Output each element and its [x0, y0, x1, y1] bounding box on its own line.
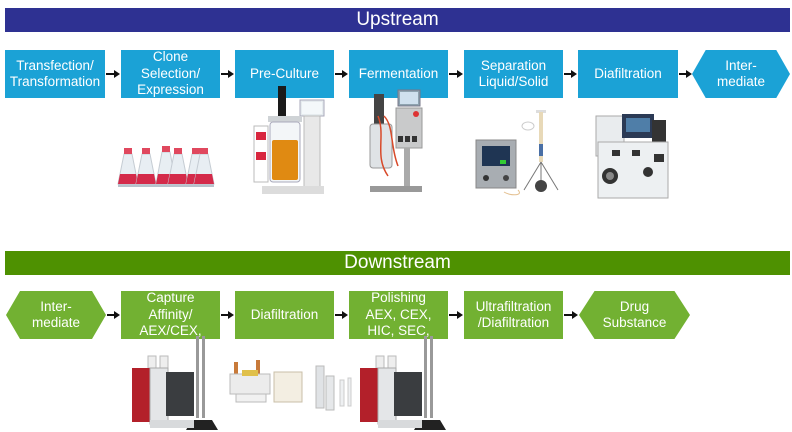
step-diafiltration: Diafiltration	[578, 50, 678, 98]
arrow-icon	[449, 311, 463, 319]
fermenter-image	[364, 86, 430, 198]
arrow-icon	[106, 70, 120, 78]
chromatography-system-image-1	[130, 334, 220, 432]
arrow-icon	[679, 70, 692, 78]
step-ultrafiltration: Ultrafiltration /Diafiltration	[464, 291, 563, 339]
arrow-icon	[564, 311, 578, 319]
downstream-banner: Downstream	[5, 251, 790, 275]
step-diafiltration-down: Diafiltration	[235, 291, 334, 339]
step-polishing: Polishing AEX, CEX, HIC, SEC,	[349, 291, 448, 339]
separation-system-image	[474, 106, 566, 198]
filtration-cassettes-image	[226, 356, 356, 412]
arrow-icon	[335, 70, 348, 78]
arrow-icon	[449, 70, 463, 78]
step-transfection: Transfection/ Transformation	[5, 50, 105, 98]
shake-flasks-image	[116, 140, 216, 190]
step-clone-selection: Clone Selection/ Expression	[121, 50, 220, 98]
arrow-icon	[335, 311, 348, 319]
step-drug-substance: Drug Substance	[579, 291, 690, 339]
step-capture: Capture Affinity/ AEX/CEX,	[121, 291, 220, 339]
arrow-icon	[107, 311, 120, 319]
tff-system-image	[592, 110, 674, 200]
chromatography-system-image-2	[358, 334, 448, 432]
upstream-banner: Upstream	[5, 8, 790, 32]
arrow-icon	[221, 70, 234, 78]
step-intermediate: Inter- mediate	[692, 50, 790, 98]
step-intermediate-start: Inter- mediate	[6, 291, 106, 339]
bioreactor-image	[248, 86, 328, 198]
step-separation: Separation Liquid/Solid	[464, 50, 563, 98]
arrow-icon	[221, 311, 234, 319]
arrow-icon	[564, 70, 577, 78]
